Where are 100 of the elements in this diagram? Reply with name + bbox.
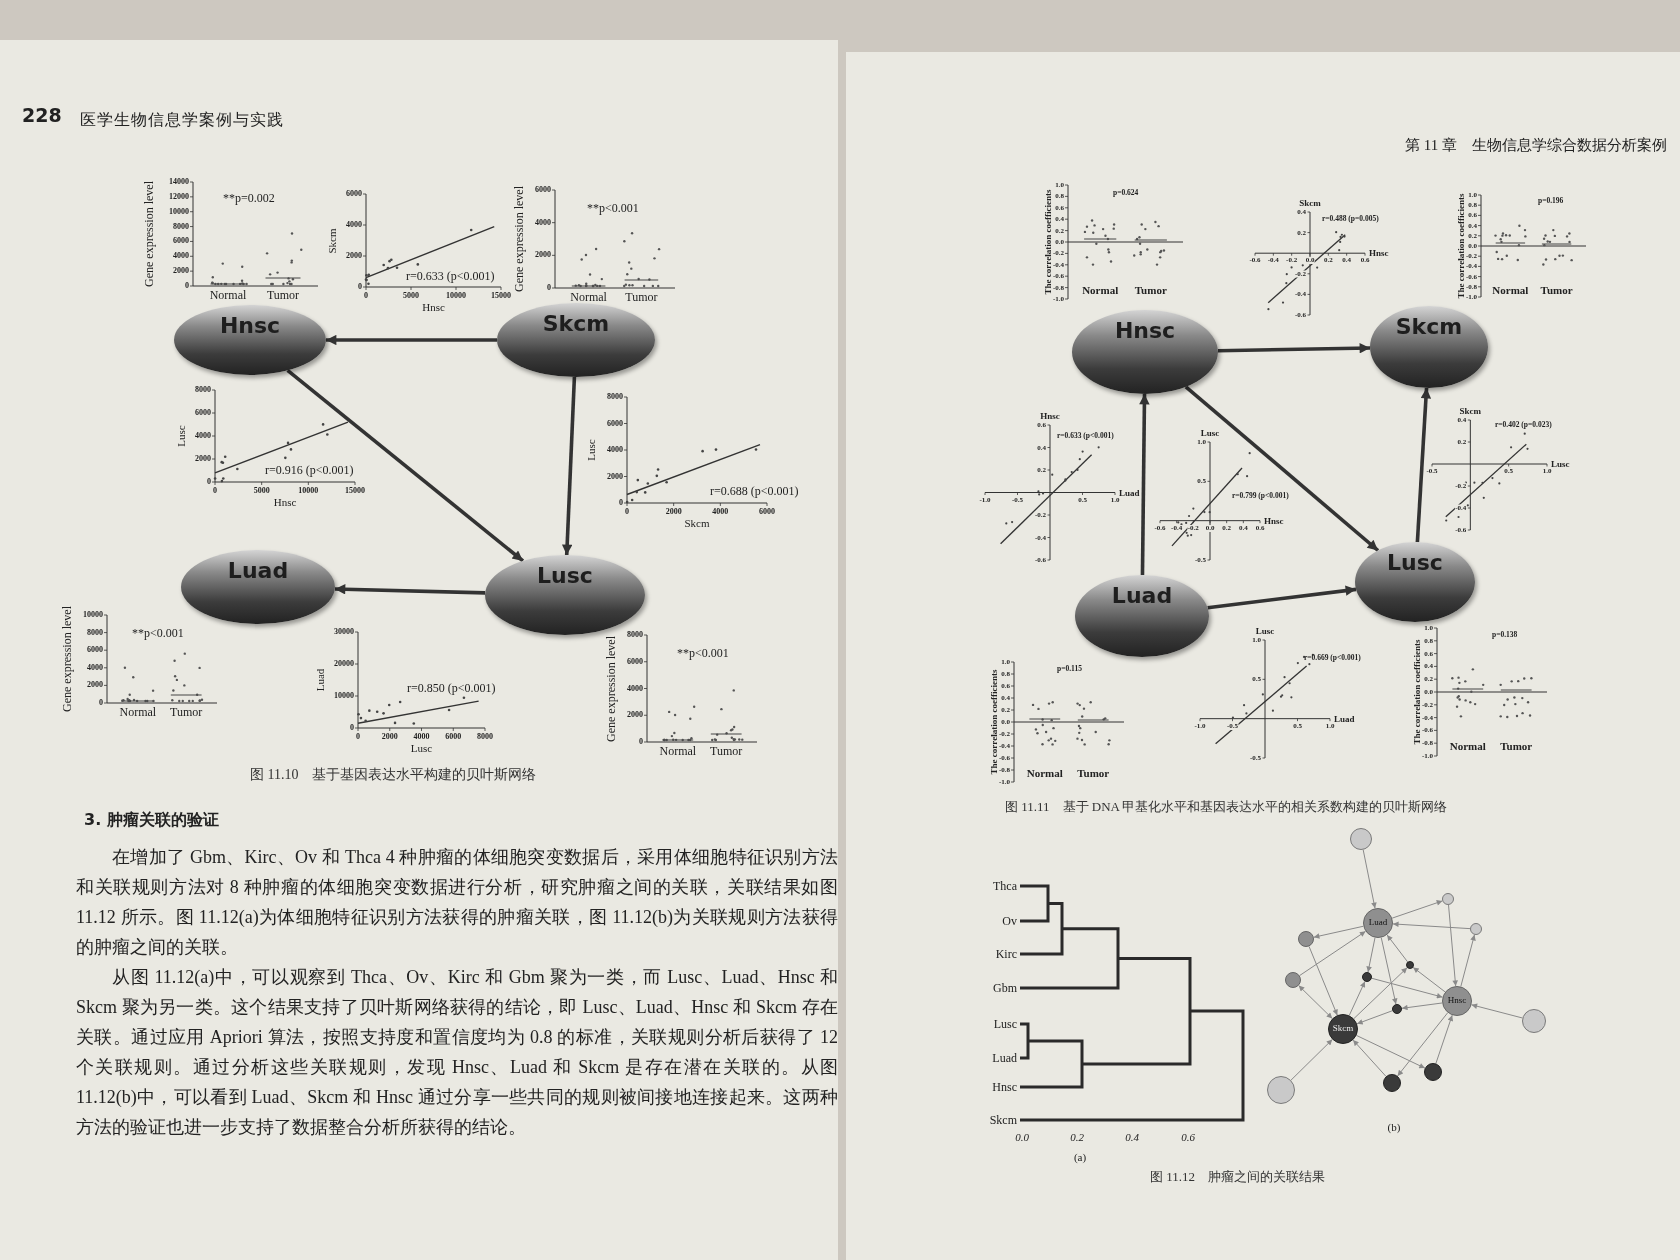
tick-label: 2000 [87, 681, 103, 690]
axis-title: Skcm [1459, 407, 1482, 416]
correlation-annotation: r=0.633 (p<0.001) [406, 270, 495, 282]
arrow [1348, 981, 1366, 1016]
axis-title: The correlation coefficients [1412, 639, 1422, 745]
axis-title: Luad [1334, 714, 1355, 724]
arrow [1412, 966, 1446, 993]
arrow [1298, 985, 1333, 1019]
group-label: Tumor [1500, 740, 1533, 752]
tick-label: 2000 [607, 472, 623, 481]
arrow [1299, 930, 1367, 977]
group-label: Normal [659, 745, 697, 757]
arrow [1435, 1014, 1454, 1064]
axis-title: Lusc [1255, 627, 1275, 636]
tick-label: 2000 [535, 251, 551, 260]
tick-label: 0 [213, 487, 217, 495]
tick-label: 4000 [712, 508, 729, 516]
arrow [1380, 937, 1398, 1005]
running-header: 医学生物信息学案例与实践 [80, 112, 284, 128]
tick-label: 0.0 [1015, 1132, 1029, 1143]
arrow [1353, 967, 1408, 1020]
tick-label: 5000 [253, 487, 270, 495]
axis-title: Lusc [410, 743, 433, 754]
running-header: 第 11 章 生物信息学综合数据分析案例 [1405, 138, 1667, 153]
axis-title: Lusc [175, 425, 187, 447]
tick-label: 14000 [169, 178, 189, 186]
tick-label: 4000 [195, 432, 211, 440]
axis-title: Hnsc [273, 497, 297, 508]
axis-title: Skcm [684, 518, 710, 529]
axis-title: Lusc [1551, 459, 1570, 469]
axis-title: Gene expression level [513, 186, 525, 292]
tick-label: 4000 [607, 446, 623, 454]
axis-title: Luad [314, 668, 326, 692]
axis-title: Lusc [1200, 429, 1220, 438]
tick-label: 2000 [381, 733, 398, 741]
group-label: Normal [119, 706, 157, 718]
tick-label: 6000 [445, 733, 462, 741]
tick-label: 10000 [298, 487, 319, 495]
arrow [1391, 900, 1443, 919]
arrow [1366, 937, 1376, 973]
tick-label: 2000 [346, 252, 362, 260]
arrow [1290, 1039, 1333, 1081]
tick-label: 10000 [334, 692, 354, 700]
tick-label: 0 [625, 508, 629, 516]
tick-label: 8000 [173, 222, 189, 231]
correlation-annotation: r=0.688 (p<0.001) [710, 485, 799, 497]
axis-title: Hnsc [1040, 412, 1060, 421]
tick-label: 0 [639, 738, 643, 746]
section-heading: 3. 肿瘤关联的验证 [84, 812, 219, 828]
axis-title: Gene expression level [61, 606, 73, 712]
tick-label: 0 [547, 284, 551, 292]
arrow [1386, 934, 1409, 963]
leaf-label: Skcm [989, 1114, 1017, 1126]
group-label: Tumor [1540, 284, 1573, 296]
leaf-label: Gbm [993, 982, 1017, 994]
p-value-annotation: **p<0.001 [132, 627, 184, 639]
tick-label: 12000 [169, 192, 189, 201]
arrow [334, 584, 486, 595]
tick-label: 15000 [345, 487, 365, 495]
correlation-annotation: r=0.916 (p<0.001) [265, 464, 354, 476]
arrow [1313, 925, 1364, 939]
tick-label: 0.6 [1181, 1132, 1195, 1143]
group-label: Normal [1492, 284, 1529, 296]
axis-title: Skcm [326, 227, 338, 254]
tick-label: 6000 [535, 186, 551, 194]
axis-title: Hnsc [1369, 248, 1389, 258]
tick-label: 8000 [477, 733, 493, 741]
tick-label: 0.4 [1125, 1132, 1139, 1143]
p-value-annotation: **p=0.002 [223, 192, 275, 204]
tick-label: 8000 [607, 393, 623, 401]
arrow [1352, 1039, 1387, 1077]
tick-label: 4000 [535, 218, 551, 227]
tick-label: 0 [185, 282, 189, 290]
page-number: 228 [22, 106, 62, 125]
tick-label: 6000 [607, 419, 623, 428]
arrow [1139, 394, 1150, 575]
tick-label: 2000 [665, 508, 682, 516]
body-paragraph: 从图 11.12(a)中，可以观察到 Thca、Ov、Kirc 和 Gbm 聚为一类，而 Lusc、Luad、Hnsc 和 Skcm 聚为另一类。这个结果支持了贝叶斯网络获得的结论，即 Lusc、Luad、Hnsc 和 Skcm 存在关联。通过应用 Apriori 算法，按照支持度和置信度均为 0.8 的标准，关联规则分析后获得了 12 个关联规则。通过分析这些关联规则，发现 Hnsc、Luad 和 Skcm 是存在潜在关联的。从图 11.12(b)中，可以看到 Luad、Skcm 和 Hnsc 通过分享一些共同的规则被间接地连接起来。这两种方法的验证也进一步支持了数据整合分析所获得的结论。 [76, 966, 838, 1139]
panel-label: (b) [1387, 1122, 1401, 1133]
arrow [1217, 343, 1371, 354]
arrow [562, 376, 577, 556]
tick-label: 0 [358, 283, 362, 291]
tick-label: 8000 [195, 386, 211, 394]
tick-label: 0 [350, 724, 354, 732]
leaf-label: Lusc [993, 1018, 1017, 1030]
group-label: Normal [1082, 285, 1119, 297]
tick-label: 0.2 [1070, 1132, 1084, 1143]
tick-label: 0 [619, 499, 623, 507]
tick-label: 10000 [169, 207, 189, 216]
tick-label: 30000 [334, 628, 354, 636]
group-label: Normal [1026, 767, 1063, 779]
group-label: Tumor [1077, 767, 1110, 779]
tick-label: 2000 [195, 455, 211, 463]
arrow [286, 369, 525, 563]
arrow [1371, 977, 1443, 999]
arrow [1460, 934, 1476, 987]
axis-title: The correlation coefficients [1043, 189, 1053, 295]
tick-label: 6000 [346, 190, 362, 198]
p-value-annotation: **p<0.001 [677, 647, 729, 659]
tick-label: 4000 [346, 221, 362, 229]
